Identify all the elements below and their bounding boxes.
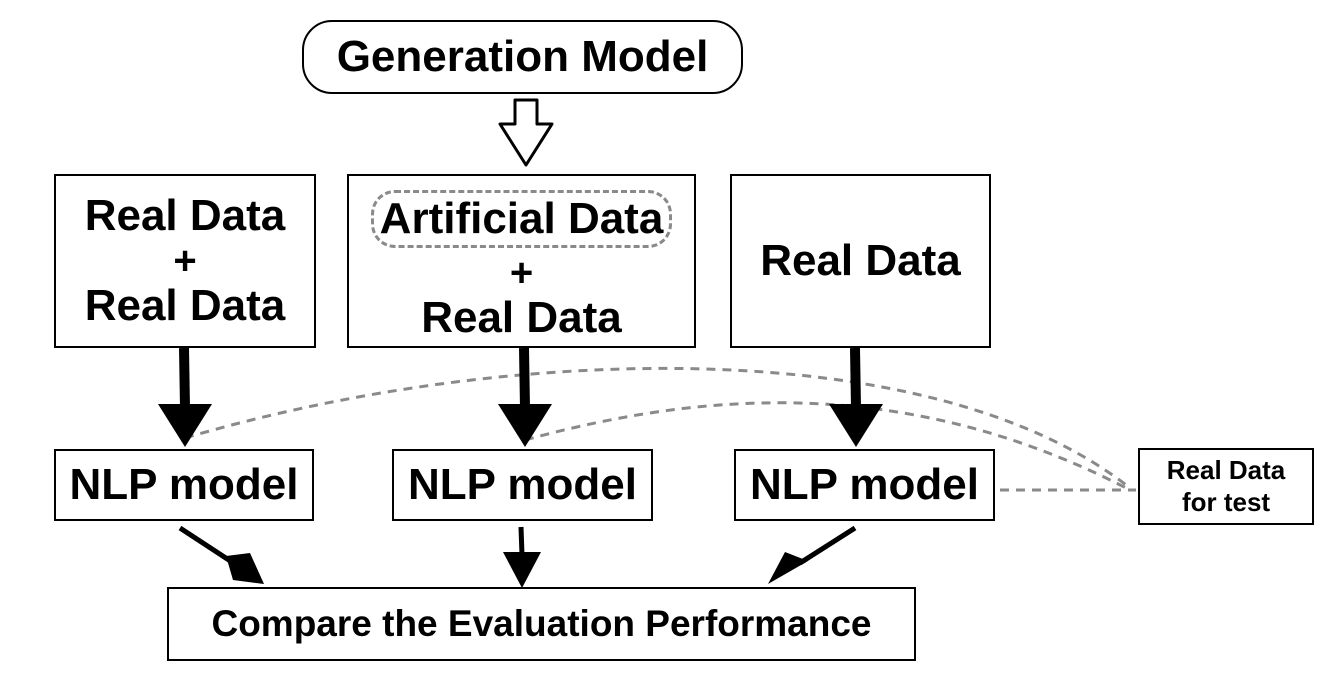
source-2-bottom: Real Data [421, 292, 622, 342]
nlp-model-1-label: NLP model [69, 460, 299, 510]
eval-arrow-2 [503, 526, 541, 588]
source-3-label: Real Data [760, 236, 961, 286]
real-data-box: Real Data [730, 174, 991, 348]
real-plus-real-data-box: Real Data + Real Data [54, 174, 316, 348]
source-1-top: Real Data [84, 191, 286, 241]
nlp-model-box-3: NLP model [734, 449, 995, 521]
nlp-model-box-1: NLP model [54, 449, 314, 521]
eval-arrow-3 [768, 525, 857, 584]
source-1-bottom: Real Data [84, 281, 286, 330]
artificial-data-pill: Artificial Data [370, 190, 673, 248]
train-arrow-1 [158, 347, 212, 447]
source-1-plus: + [173, 239, 197, 283]
eval-arrow-1 [178, 525, 264, 584]
generation-arrow [498, 98, 554, 167]
train-arrow-2 [498, 347, 552, 447]
nlp-model-3-label: NLP model [749, 460, 979, 510]
compare-performance-label: Compare the Evaluation Performance [211, 603, 872, 645]
compare-performance-box: Compare the Evaluation Performance [167, 587, 916, 661]
test-data-box: Real Data for test [1138, 448, 1314, 525]
test-data-line-2: for test [1181, 486, 1271, 517]
source-2-plus: + [509, 250, 534, 295]
artificial-plus-real-data-box: Artificial Data + Real Data [347, 174, 696, 348]
generation-model-label: Generation Model [336, 32, 709, 82]
train-arrow-3 [829, 347, 883, 447]
nlp-model-2-label: NLP model [407, 460, 637, 510]
nlp-model-box-2: NLP model [392, 449, 653, 521]
test-data-line-1: Real Data [1166, 455, 1286, 486]
generation-model-box: Generation Model [302, 20, 743, 94]
